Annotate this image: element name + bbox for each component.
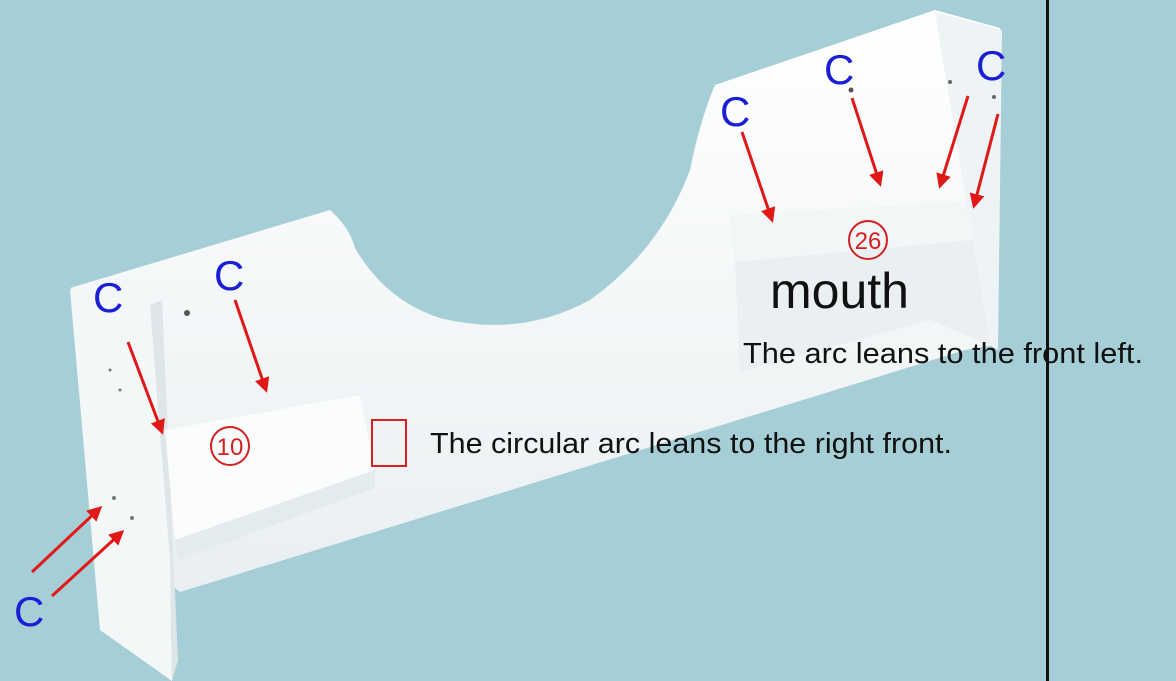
screw-hole: [130, 516, 134, 520]
c-label: C: [214, 252, 244, 299]
screw-hole: [119, 389, 122, 392]
c-label: C: [93, 274, 123, 321]
screw-hole: [109, 369, 112, 372]
screw-hole: [948, 80, 952, 84]
c-label: C: [824, 46, 854, 93]
screw-hole: [112, 496, 116, 500]
c-label: C: [976, 42, 1006, 89]
part-10-number: 10: [217, 434, 244, 461]
screw-hole: [992, 95, 996, 99]
note-front-left: The arc leans to the front left.: [743, 338, 1143, 370]
part-26-number: 26: [855, 228, 882, 255]
c-label: C: [720, 88, 750, 135]
mouth-label: mouth: [770, 263, 909, 319]
divider-line: [1046, 0, 1049, 681]
screw-hole: [184, 310, 190, 316]
note-right-front: The circular arc leans to the right fron…: [430, 428, 952, 460]
c-label: C: [14, 588, 44, 635]
